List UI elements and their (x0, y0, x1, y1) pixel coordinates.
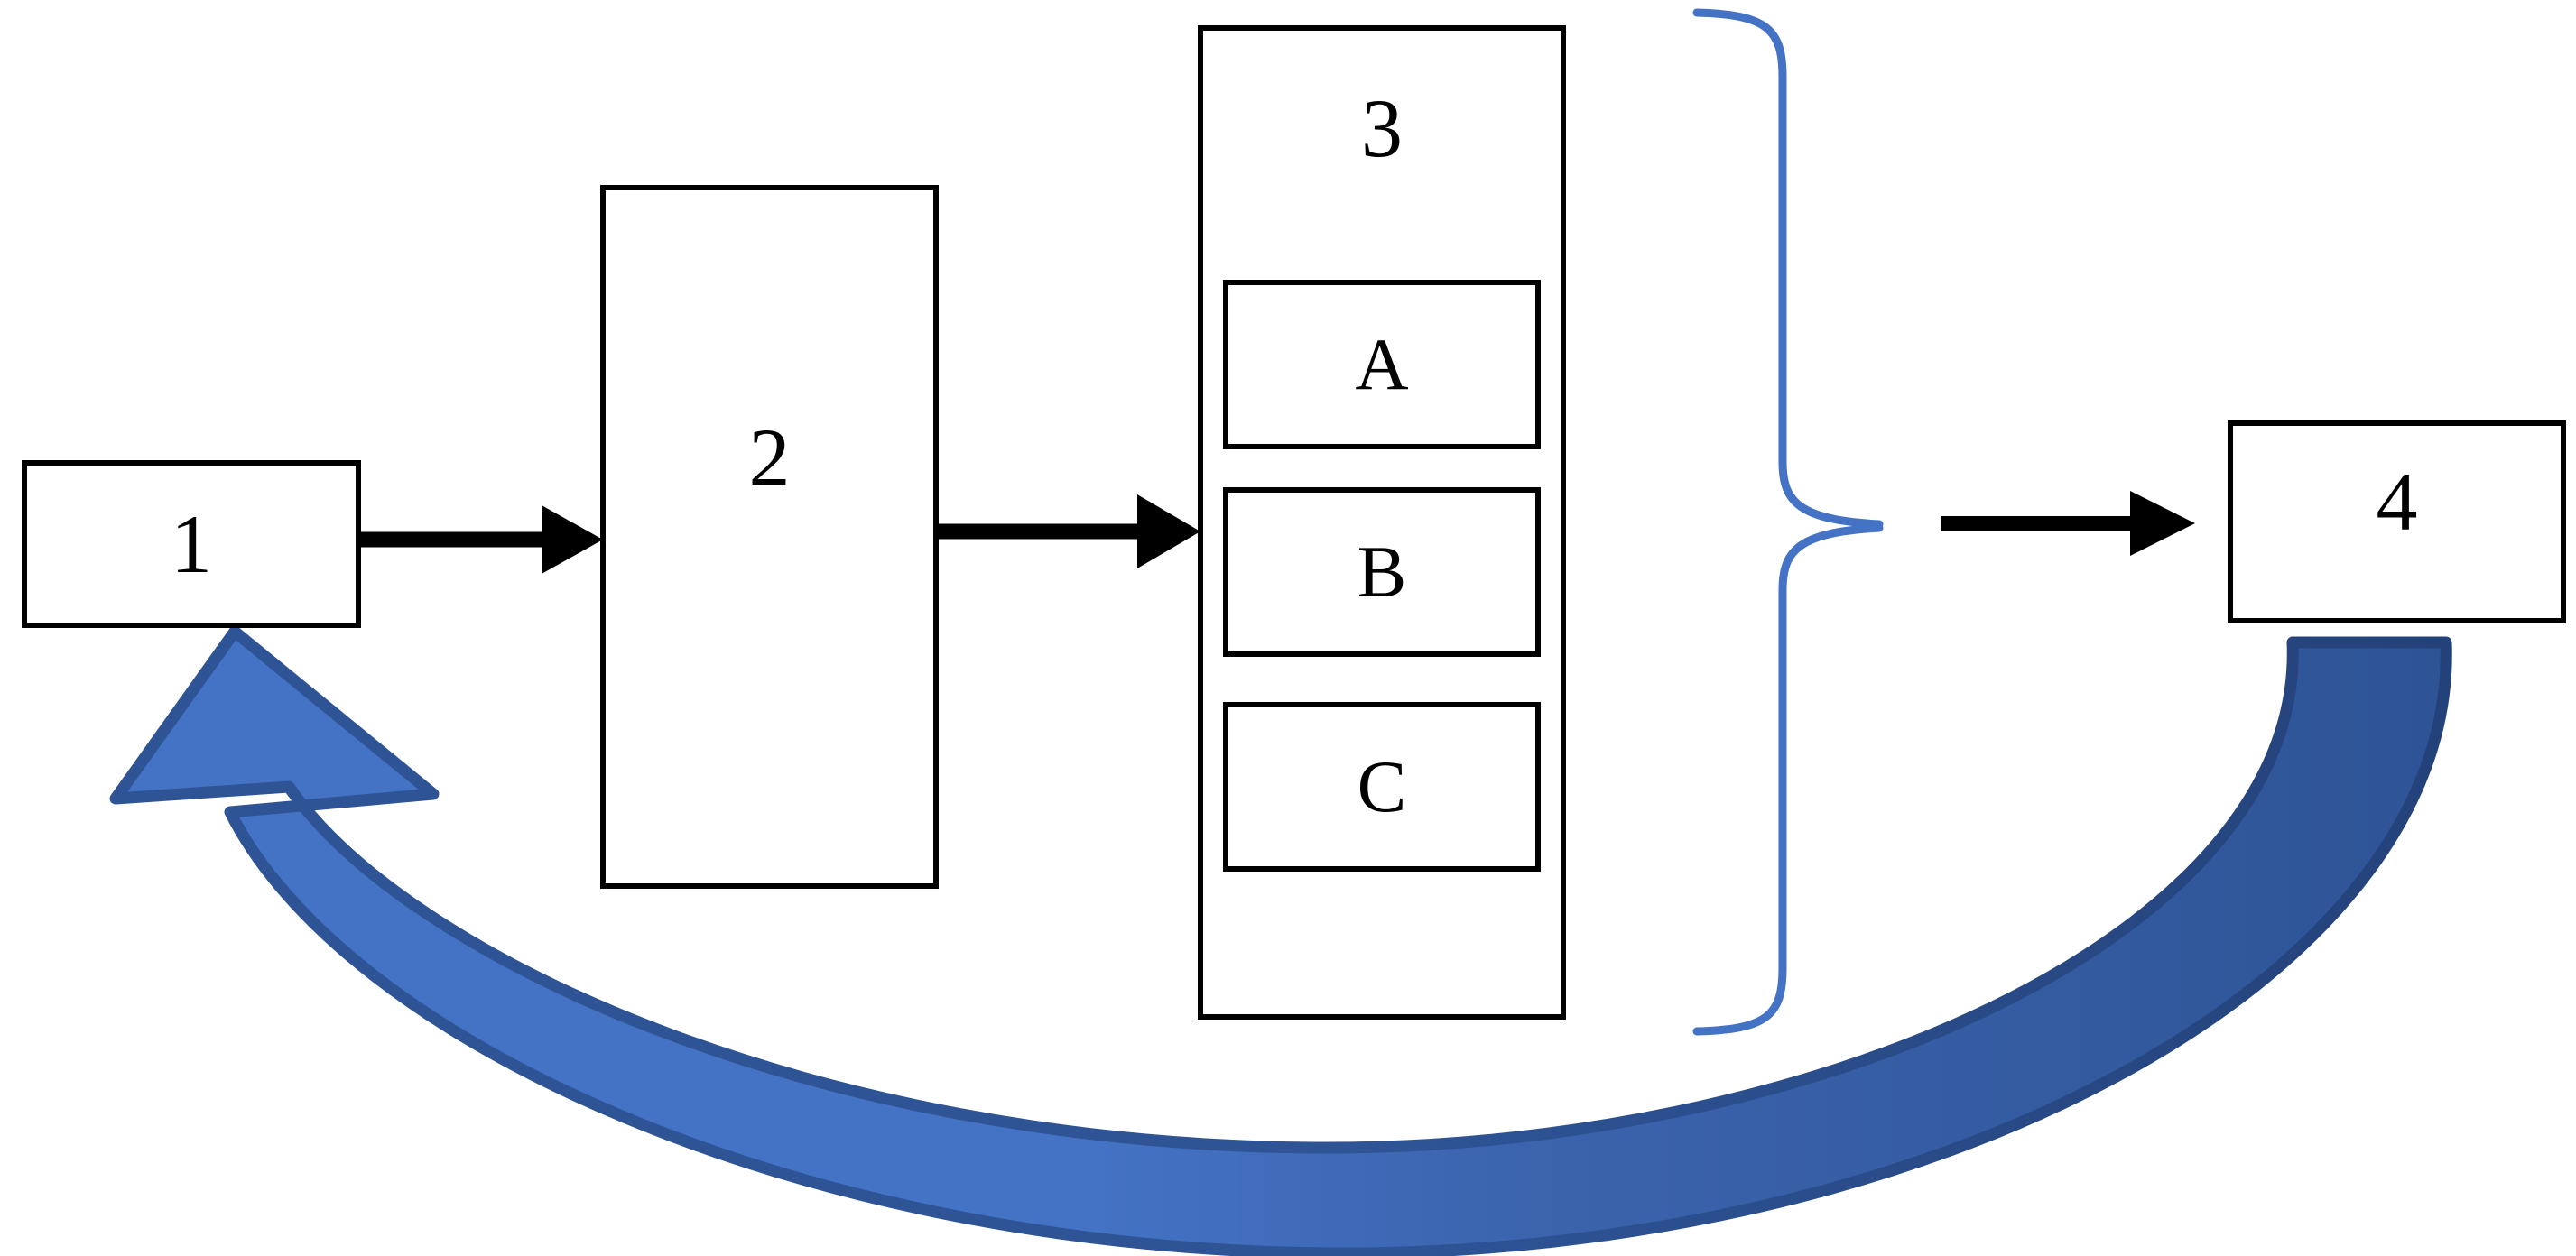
process-box-1-label: 1 (171, 498, 212, 590)
process-box-2-label: 2 (748, 411, 791, 503)
grouping-brace-icon (1692, 8, 1884, 1036)
arrow-1-to-2-icon (361, 505, 603, 574)
process-box-3-label: 3 (1361, 82, 1403, 174)
arrow-2-to-3-icon (939, 494, 1200, 568)
sub-box-a-label: A (1355, 323, 1409, 405)
process-box-1[interactable]: 1 (22, 460, 361, 628)
arrow-brace-to-4-icon (1941, 491, 2195, 556)
sub-box-c[interactable]: C (1223, 702, 1541, 872)
process-box-4[interactable]: 4 (2228, 420, 2566, 623)
sub-box-b-label: B (1357, 531, 1407, 613)
sub-box-a[interactable]: A (1223, 280, 1541, 449)
process-box-2[interactable]: 2 (600, 185, 939, 889)
sub-box-c-label: C (1357, 745, 1407, 827)
process-box-4-label: 4 (2376, 456, 2418, 548)
sub-box-b[interactable]: B (1223, 487, 1541, 657)
